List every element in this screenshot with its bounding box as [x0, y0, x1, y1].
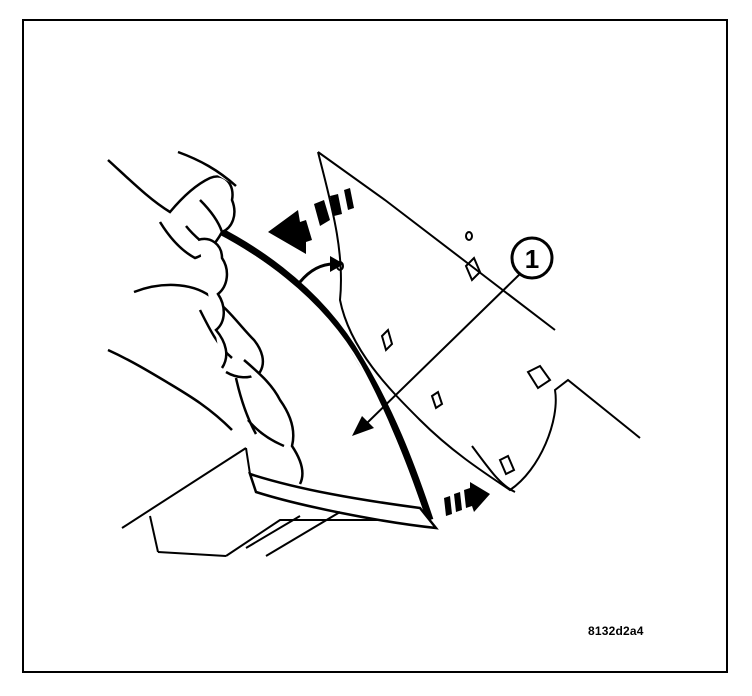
sleeve-wrinkles: [197, 237, 304, 485]
callout-circle: [510, 236, 554, 280]
callout-number: 1: [525, 244, 539, 274]
release-curve-arrow: [298, 262, 335, 283]
release-curve-arrowhead: [330, 256, 344, 272]
upper-hand: [107, 150, 237, 260]
door-panel-outline: [317, 151, 641, 492]
door-panel-edge: [317, 151, 556, 331]
floor-structure: [121, 447, 380, 557]
callout-leader-line: [365, 271, 523, 425]
lower-hand: [107, 283, 265, 435]
callout-leader-arrowhead: [352, 416, 374, 436]
trim-molding: [176, 208, 434, 522]
panel-lower-edge: [471, 445, 516, 493]
slide-direction-arrow: [444, 482, 490, 516]
figure-code: 8132d2a4: [588, 624, 644, 638]
figure-frame: [22, 19, 728, 673]
trim-molding-tip: [248, 472, 439, 530]
trim-molding-inner: [189, 221, 425, 517]
pull-direction-arrow: [268, 188, 354, 254]
